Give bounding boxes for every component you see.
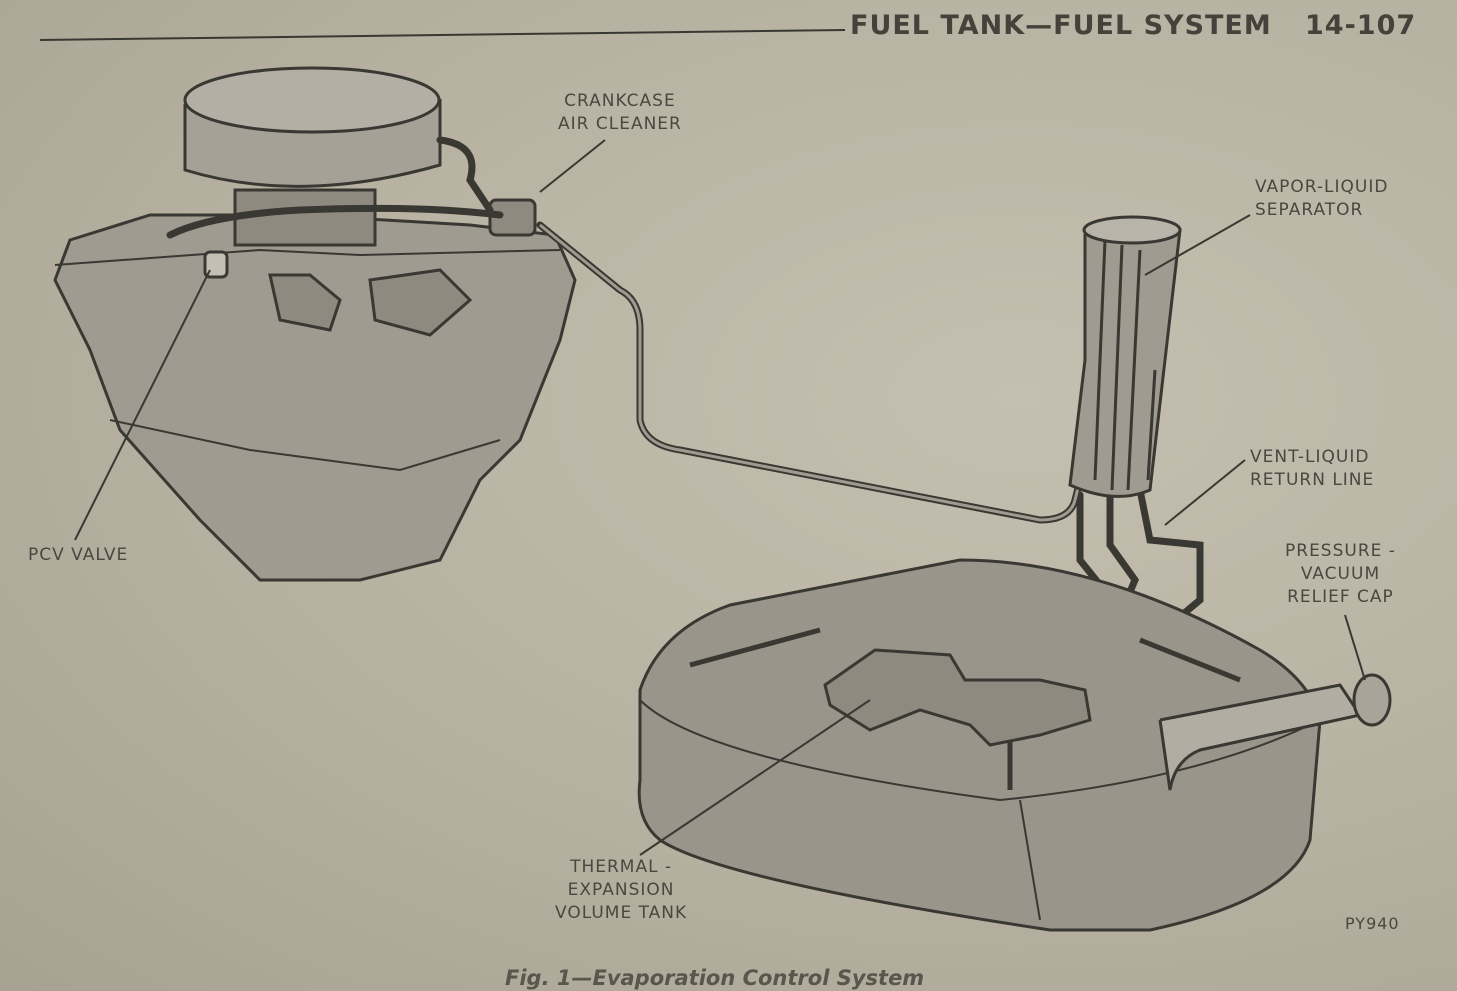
label-vapor-liquid-separator: VAPOR-LIQUID SEPARATOR <box>1255 176 1388 222</box>
header-rule <box>39 29 846 41</box>
label-line: RELIEF CAP <box>1287 587 1394 607</box>
engine-illustration <box>53 66 577 582</box>
label-line: THERMAL - <box>570 857 673 877</box>
tubing-inner <box>539 223 1087 522</box>
label-line: PRESSURE - <box>1285 541 1396 561</box>
label-line: EXPANSION <box>567 880 675 900</box>
leader-lines <box>74 139 1366 856</box>
label-thermal-expansion-volume-tank: THERMAL - EXPANSION VOLUME TANK <box>555 856 687 925</box>
label-line: VAPOR-LIQUID <box>1255 177 1389 197</box>
label-line: VACUUM <box>1300 564 1381 584</box>
figure-code: PY940 <box>1345 914 1400 933</box>
label-pcv-valve: PCV VALVE <box>28 545 129 565</box>
label-crankcase-air-cleaner: CRANKCASE AIR CLEANER <box>558 90 682 136</box>
label-vent-liquid-return-line: VENT-LIQUID RETURN LINE <box>1250 446 1374 492</box>
label-line: AIR CLEANER <box>558 114 682 134</box>
label-line: SEPARATOR <box>1255 200 1364 220</box>
section-title: FUEL TANK—FUEL SYSTEM <box>850 10 1272 41</box>
label-pressure-vacuum-relief-cap: PRESSURE - VACUUM RELIEF CAP <box>1285 540 1396 609</box>
figure-caption: Fig. 1—Evaporation Control System <box>505 966 925 990</box>
label-line: VENT-LIQUID <box>1250 447 1370 467</box>
label-line: CRANKCASE <box>564 91 676 111</box>
page-number: 14-107 <box>1305 10 1417 41</box>
label-line: VOLUME TANK <box>555 903 688 923</box>
fuel-tank-illustration <box>637 558 1392 932</box>
label-line: RETURN LINE <box>1250 470 1375 490</box>
vapor-liquid-separator-illustration <box>1068 215 1182 498</box>
